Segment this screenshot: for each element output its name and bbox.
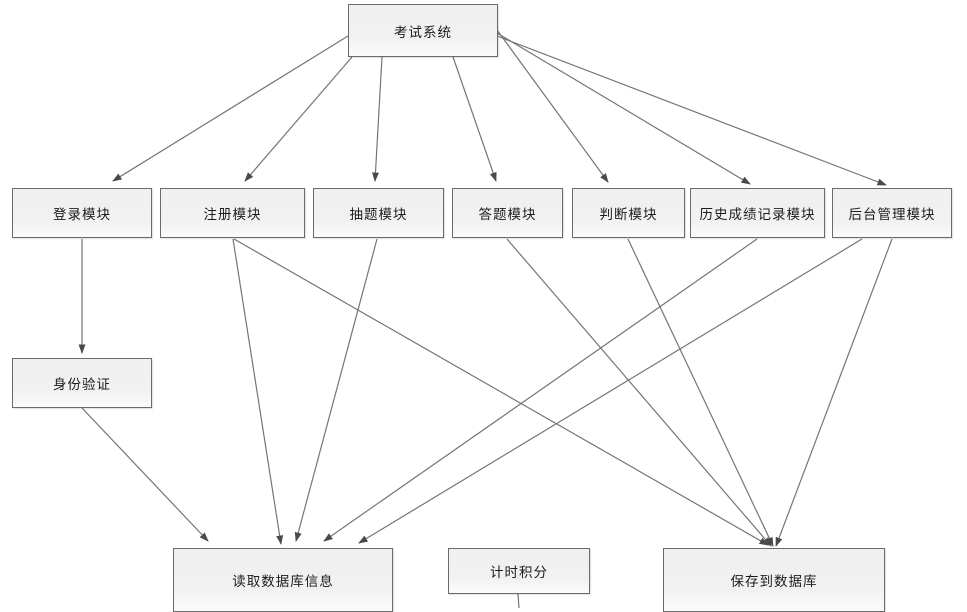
edge-exam-system-to-register-module [244, 56, 353, 182]
node-admin-module[interactable]: 后台管理模块 [832, 188, 952, 238]
edge-register-module-to-read-database [232, 238, 284, 545]
edge-answer-module-to-save-database [506, 238, 772, 547]
edge-timing-score-to-offscreen-bottom [517, 593, 520, 608]
edge-admin-module-to-read-database [358, 238, 863, 544]
edge-exam-system-to-history-score-module [496, 32, 751, 185]
edge-exam-system-to-answer-module [452, 56, 497, 182]
node-register-module[interactable]: 注册模块 [160, 188, 305, 238]
edge-exam-system-to-login-module [112, 35, 349, 182]
edge-identity-verify-to-read-database [81, 407, 209, 542]
node-answer-module[interactable]: 答题模块 [452, 188, 563, 238]
node-draw-question-module[interactable]: 抽题模块 [313, 188, 444, 238]
node-login-module[interactable]: 登录模块 [12, 188, 152, 238]
node-identity-verify[interactable]: 身份验证 [12, 358, 152, 408]
node-history-score-module[interactable]: 历史成绩记录模块 [690, 188, 825, 238]
edge-judge-module-to-save-database [627, 238, 774, 547]
node-read-database[interactable]: 读取数据库信息 [173, 548, 393, 612]
node-timing-score[interactable]: 计时积分 [448, 548, 590, 594]
node-save-database[interactable]: 保存到数据库 [663, 548, 885, 612]
edge-admin-module-to-save-database [775, 238, 893, 547]
edge-register-module-to-save-database [233, 238, 769, 546]
edge-exam-system-to-judge-module [496, 29, 609, 183]
node-judge-module[interactable]: 判断模块 [572, 188, 685, 238]
node-exam-system[interactable]: 考试系统 [348, 4, 498, 57]
edge-history-score-module-to-read-database [323, 238, 758, 542]
edge-exam-system-to-admin-module [496, 35, 887, 186]
edge-draw-question-module-to-read-database [294, 238, 378, 542]
edge-exam-system-to-draw-question-module [371, 56, 383, 182]
